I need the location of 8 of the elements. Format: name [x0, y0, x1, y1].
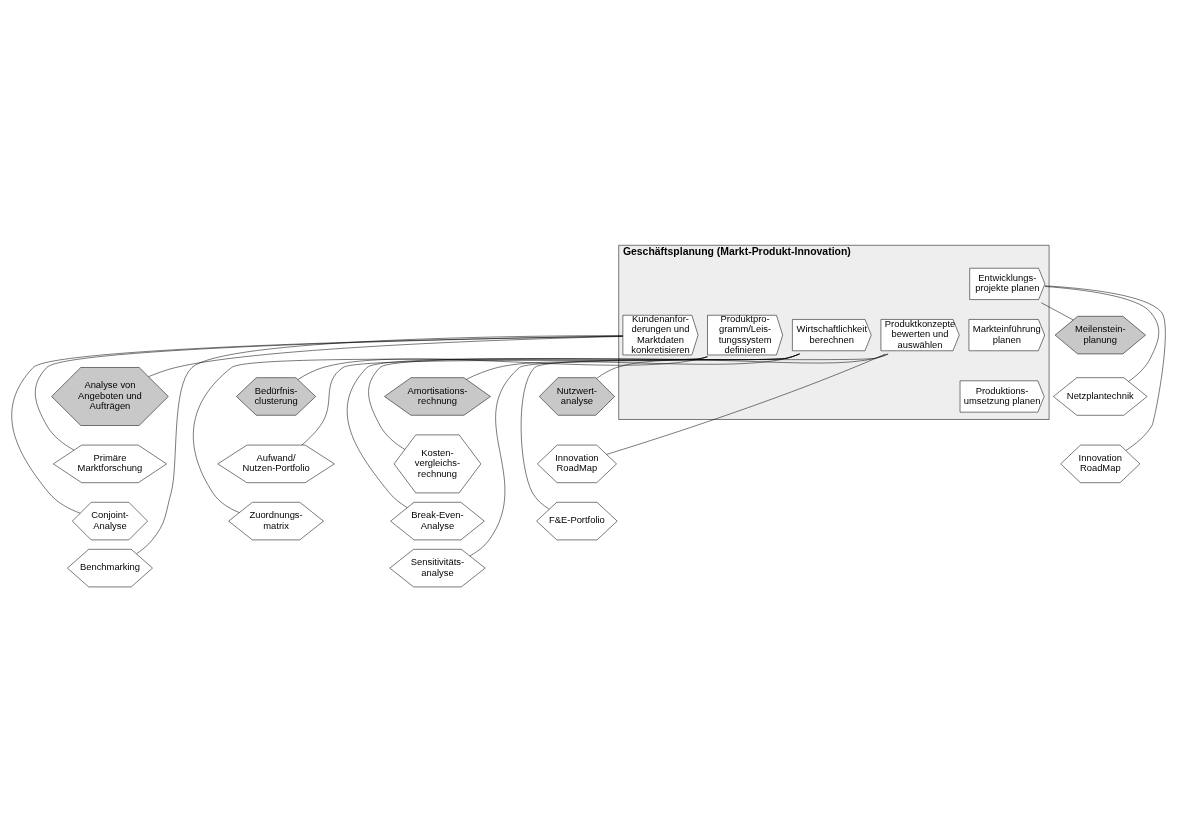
connector: [469, 353, 800, 556]
connector: [11, 335, 623, 513]
connector: [136, 334, 624, 554]
connector: [346, 353, 800, 508]
connector: [1044, 285, 1166, 451]
connector: [193, 355, 708, 513]
connector: [520, 353, 889, 509]
connector: [606, 353, 886, 455]
